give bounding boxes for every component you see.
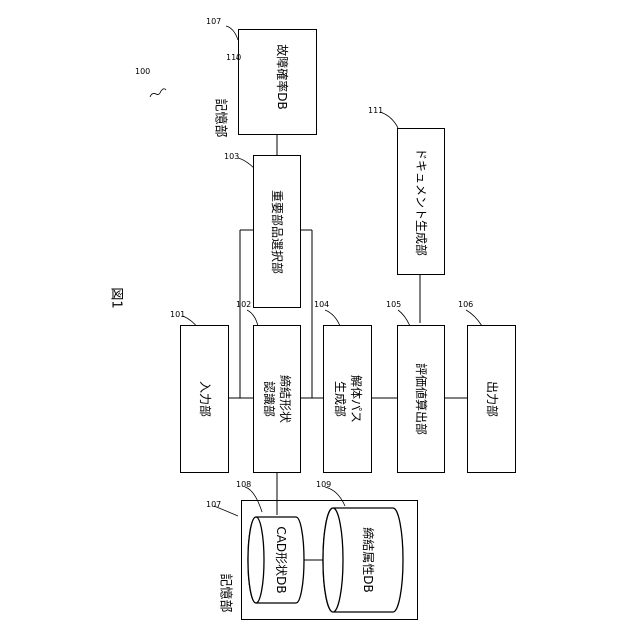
- fastening-ref: 102: [236, 300, 251, 309]
- input-unit: 入力部: [180, 325, 229, 473]
- output-ref: 106: [458, 300, 473, 309]
- important-part-ref: 103: [224, 152, 239, 161]
- fastening-label: 締結形状 認識部: [261, 375, 293, 423]
- storage-bottom-box: [241, 500, 418, 620]
- document-label: ドキュメント生成部: [413, 147, 429, 255]
- db-110-label: 故障確率DB: [274, 44, 290, 109]
- disassembly-label: 解体パス 生成部: [332, 375, 364, 423]
- disassembly-ref: 104: [314, 300, 329, 309]
- fastening-unit: 締結形状 認識部: [253, 325, 301, 473]
- db-110-ref: 110: [226, 53, 241, 62]
- storage-bottom-ref: 107: [206, 500, 221, 509]
- output-unit: 出力部: [467, 325, 516, 473]
- db-109-label: 締結属性DB: [360, 527, 376, 592]
- db-109-ref: 109: [316, 480, 331, 489]
- storage-top-ref: 107: [206, 17, 221, 26]
- evaluation-ref: 105: [386, 300, 401, 309]
- figure-title: 図1: [109, 287, 128, 308]
- important-part-label: 重要部品選択部: [269, 189, 285, 273]
- db-108-ref: 108: [236, 480, 251, 489]
- system-ref: 100: [135, 67, 150, 76]
- disassembly-unit: 解体パス 生成部: [323, 325, 372, 473]
- input-label: 入力部: [197, 381, 213, 417]
- storage-bottom-label: 記憶部: [218, 573, 237, 612]
- output-label: 出力部: [484, 381, 500, 417]
- document-ref: 111: [368, 106, 383, 115]
- important-part-unit: 重要部品選択部: [253, 155, 301, 308]
- document-unit: ドキュメント生成部: [397, 128, 445, 275]
- db-108-label: CAD形状DB: [273, 526, 289, 593]
- input-ref: 101: [170, 310, 185, 319]
- evaluation-unit: 評価値算出部: [397, 325, 445, 473]
- storage-top-label: 記憶部: [213, 98, 232, 137]
- evaluation-label: 評価値算出部: [413, 363, 429, 435]
